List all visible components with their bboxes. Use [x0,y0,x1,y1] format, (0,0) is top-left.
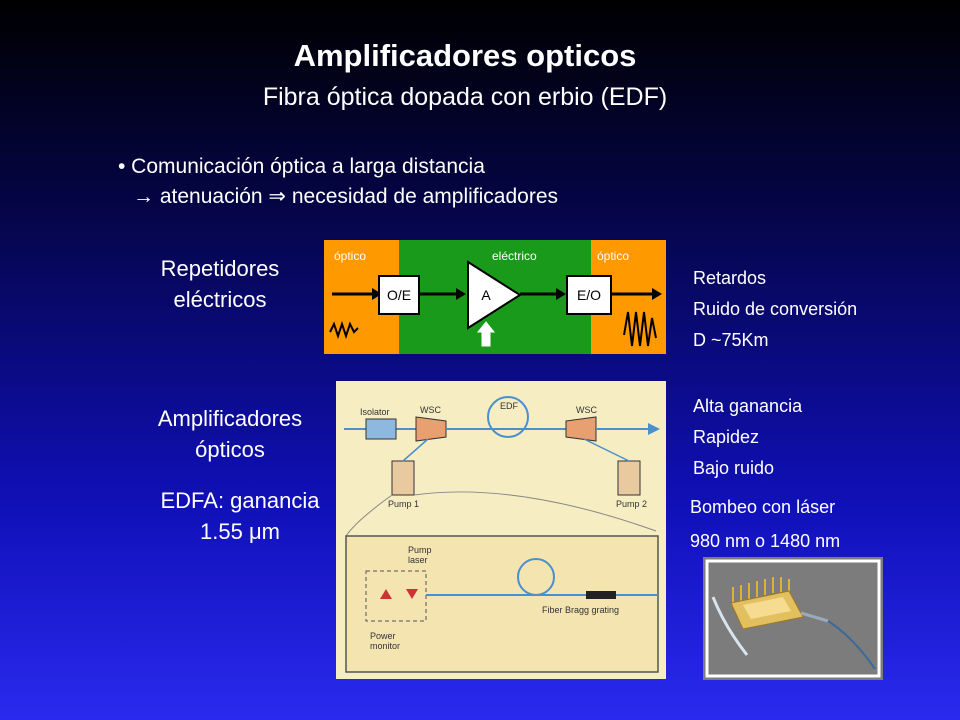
pump-note-line2: 980 nm o 1480 nm [690,531,841,551]
power-monitor-label-2: monitor [370,641,400,651]
power-supply-arrow [476,321,496,347]
note-distance: D ~75Km [693,330,769,350]
photodiode-1 [380,589,392,599]
pump1-fiber [402,438,429,462]
wsc-right [565,416,597,442]
oe-amp-arrow [456,288,466,300]
note-speed: Rapidez [693,427,760,447]
repeaters-label: Repetidores eléctricos [130,253,310,315]
wsc-right-label: WSC [576,405,597,415]
fiber-bragg-grating [586,591,616,599]
fiber-boot [800,611,829,623]
pump-laser-photo [703,557,883,680]
pump1-label: Pump 1 [388,499,419,509]
edfa-label: EDFA: ganancia 1.55 μm [135,485,345,547]
pump-detail-panel [345,535,659,673]
oe-box [378,275,420,315]
eo-label: E/O [577,287,601,303]
fiber-pigtail-right [827,620,876,670]
pump-laser-notes: Bombeo con láser 980 nm o 1480 nm [690,490,840,558]
isolator-box [365,418,397,440]
pump-laser-label-1: Pump [408,545,432,555]
wsc-left [415,416,447,442]
output-arrow [652,288,662,300]
fbg-label: Fiber Bragg grating [542,605,619,615]
repeaters-label-line1: Repetidores [160,256,280,281]
edf-label: EDF [500,401,519,411]
note-conversion-noise: Ruido de conversión [693,299,858,319]
optical-amps-label-line1: Amplificadores [157,406,303,431]
zoom-lines [345,491,657,537]
pump2-label: Pump 2 [616,499,647,509]
laser-diode [406,589,418,599]
optical-amps-label: Amplificadores ópticos [130,403,330,465]
package-lid [743,597,791,619]
bullet-line-2: → atenuación ⇒ necesidad de amplificador… [133,185,559,208]
amp-label: A [481,287,491,303]
pump2-box [617,460,641,496]
slide-title: Amplificadores opticos [293,38,637,73]
isolator-label: Isolator [360,407,390,417]
laser-package-pins [732,577,790,603]
zone-right-label: óptico [597,249,629,263]
weak-signal-waveform [329,320,359,340]
note-low-noise: Bajo ruido [693,458,775,478]
note-high-gain: Alta ganancia [693,396,803,416]
pump-note-line1: Bombeo con láser [690,497,836,517]
edfa-schematic-image: Isolator WSC EDF WSC Pump 1 Pump 2 Pump … [336,381,666,679]
fiber-pigtail-left [711,596,749,656]
edfa-line2: 1.55 μm [200,519,280,544]
electrical-repeater-diagram: óptico eléctrico óptico O/E A E/O [324,240,666,354]
optical-amps-label-line2: ópticos [195,437,265,462]
pump-laser-photo-svg [703,557,883,680]
pump-laser-label-2: laser [408,555,428,565]
bullet-line-1: • Comunicación óptica a larga distancia [118,155,485,178]
repeaters-label-line2: eléctricos [173,287,267,312]
edfa-line1: EDFA: ganancia [160,488,320,513]
optical-amp-notes: Alta ganancia Rapidez Bajo ruido [693,391,802,484]
amp-eo-arrow [556,288,566,300]
zone-left-label: óptico [334,249,366,263]
edfa-schematic: Isolator WSC EDF WSC Pump 1 Pump 2 Pump … [344,396,660,673]
pump1-box [391,460,415,496]
pump2-fiber [583,438,630,462]
strong-signal-waveform [623,311,657,347]
slide-subtitle: Fibra óptica dopada con erbio (EDF) [262,83,668,111]
oe-label: O/E [387,287,411,303]
repeater-notes: Retardos Ruido de conversión D ~75Km [693,263,857,356]
bullet-block: • Comunicación óptica a larga distancia … [118,152,558,212]
zone-mid-label: eléctrico [492,249,537,263]
power-monitor-label-1: Power [370,631,396,641]
input-arrow [372,288,382,300]
note-delays: Retardos [693,268,767,288]
amplifier-triangle [467,260,522,330]
pump-fiber-coil [517,558,555,596]
edf-coil [487,396,529,438]
photo-frame [705,559,881,678]
wsc-left-label: WSC [420,405,441,415]
